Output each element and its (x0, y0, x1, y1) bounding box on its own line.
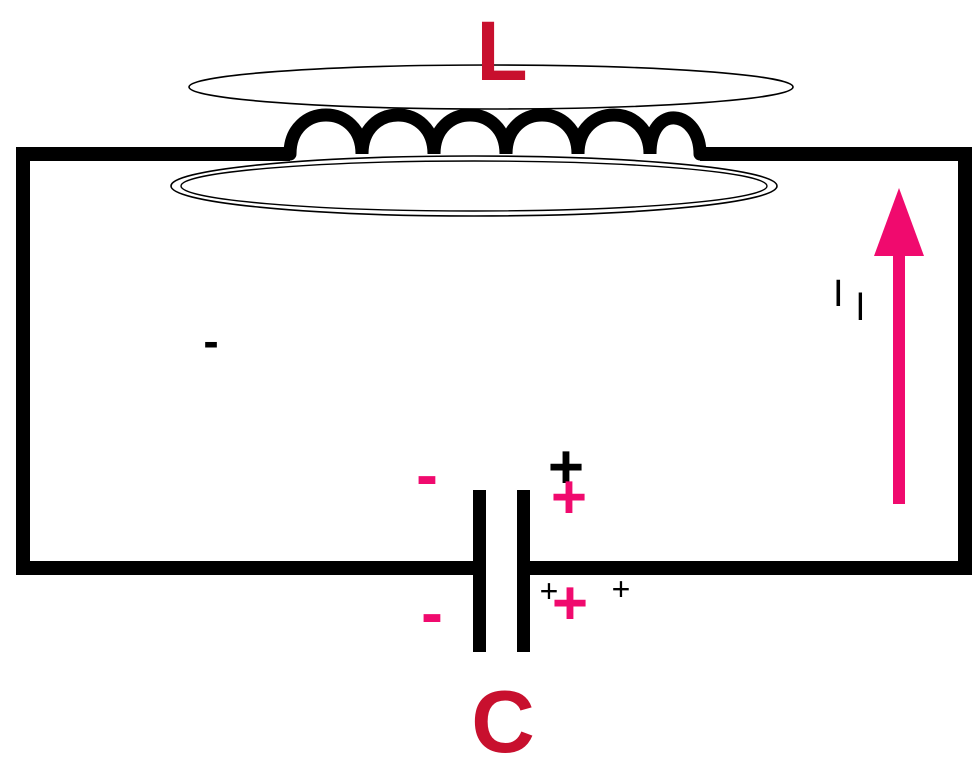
capacitor-plate-right (517, 490, 530, 652)
current-arrow-shaft (893, 248, 905, 504)
current-arrow-head (874, 188, 924, 256)
charge-minus-pink-lower: - (421, 575, 443, 649)
charge-plus-black-large: + (548, 433, 584, 502)
current-label-sub: l (856, 287, 864, 329)
capacitor-label: C (471, 672, 535, 760)
inductor-coil (283, 108, 707, 161)
charge-minus-black: - (203, 315, 218, 367)
circuit-wires (16, 147, 972, 575)
current-label: I l (833, 273, 865, 329)
charge-plus-black-small-right: + (612, 571, 631, 607)
charge-minus-pink-upper: - (416, 437, 438, 511)
inductor: L (170, 4, 794, 217)
capacitor: C (471, 490, 535, 760)
charge-plus-pink-upper: + (551, 463, 587, 532)
inductor-label: L (476, 4, 527, 98)
inductor-ring-bottom-inner (180, 160, 768, 212)
current-arrow: I l (833, 188, 924, 504)
capacitor-plate-left (473, 490, 486, 652)
charge-markers: - + + - - + + + (203, 315, 630, 649)
inductor-ring-bottom-outer (170, 155, 778, 217)
current-label-main: I (833, 273, 844, 315)
charge-plus-black-small-left: + (540, 573, 559, 609)
charge-plus-pink-lower: + (552, 569, 588, 638)
inductor-ring-top (188, 64, 794, 110)
